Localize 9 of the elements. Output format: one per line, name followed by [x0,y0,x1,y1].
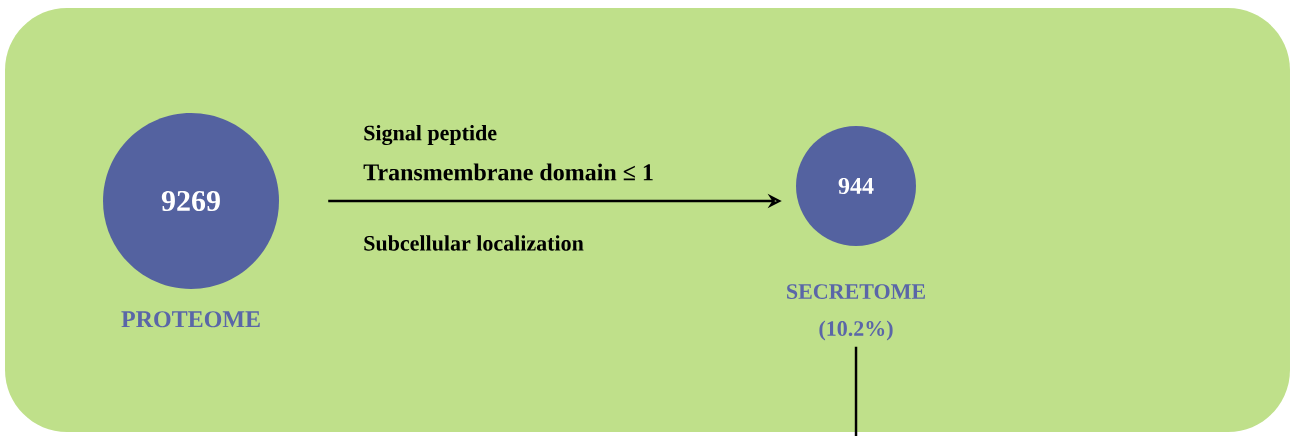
node-caption: PROTEOME [121,311,260,328]
node-caption: SECRETOME (10.2%) [787,284,925,341]
annotation-text: Signal peptide [364,124,497,146]
circle-node: 9269 [103,113,279,289]
panel-background [5,8,1290,432]
annotation-text: Transmembrane domain ≤ 1 [363,163,653,181]
annotation-text: Subcellular localization [364,235,584,251]
circle-node: 944 [796,126,916,246]
connector-line [854,346,858,436]
